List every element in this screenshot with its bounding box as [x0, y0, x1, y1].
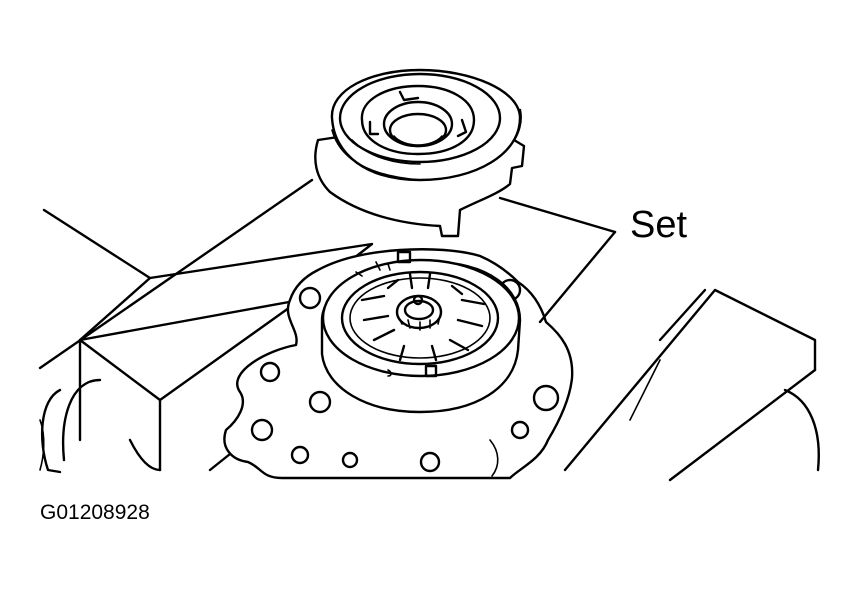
callout-leader-lines — [500, 198, 615, 322]
housing-outline — [40, 180, 819, 480]
figure-code: G01208928 — [40, 501, 150, 524]
seal-plate — [315, 70, 524, 236]
callout-label-set: Set — [630, 204, 688, 246]
armature-hub — [322, 252, 520, 412]
